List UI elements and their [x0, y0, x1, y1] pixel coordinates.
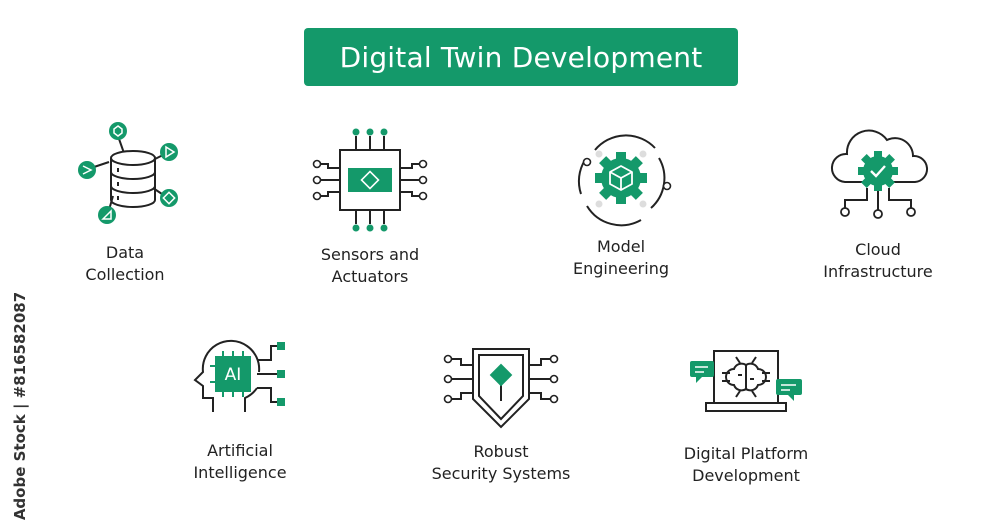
- item-artificial-intelligence: AI Artificial Intelligence: [165, 336, 315, 484]
- label-line-2: Infrastructure: [823, 262, 933, 281]
- item-label: Model Engineering: [546, 236, 696, 280]
- item-label: Cloud Infrastructure: [803, 239, 953, 283]
- label-line-2: Intelligence: [193, 463, 287, 482]
- item-label: Sensors and Actuators: [295, 244, 445, 288]
- svg-text:AI: AI: [225, 365, 242, 385]
- title-banner: Digital Twin Development: [304, 28, 738, 86]
- item-label: Data Collection: [50, 242, 200, 286]
- cloud-gear-icon: [830, 129, 928, 219]
- label-line-2: Actuators: [331, 267, 409, 286]
- laptop-brain-icon: [690, 350, 802, 412]
- item-label: Artificial Intelligence: [165, 440, 315, 484]
- label-line-1: Robust: [473, 442, 529, 461]
- item-sensors-actuators: Sensors and Actuators: [295, 124, 445, 288]
- label-line-2: Engineering: [573, 259, 669, 278]
- microchip-icon: [312, 128, 428, 232]
- page-title: Digital Twin Development: [339, 40, 703, 74]
- label-line-1: Model: [596, 237, 646, 256]
- shield-circuit-icon: [443, 348, 559, 429]
- label-line-2: Security Systems: [431, 464, 571, 483]
- database-icon: [78, 122, 178, 224]
- label-line-1: Cloud: [855, 240, 901, 259]
- label-line-1: Artificial: [207, 441, 273, 460]
- label-line-1: Sensors and: [320, 245, 420, 264]
- label-line-2: Development: [692, 466, 800, 485]
- item-robust-security-systems: Robust Security Systems: [421, 343, 581, 485]
- item-cloud-infrastructure: Cloud Infrastructure: [803, 124, 953, 283]
- item-model-engineering: Model Engineering: [546, 128, 696, 280]
- watermark-text: Adobe Stock | #816582087: [11, 291, 29, 520]
- item-label: Digital Platform Development: [666, 443, 826, 487]
- gear-cube-icon: [577, 134, 672, 227]
- watermark: Adobe Stock | #816582087: [11, 291, 29, 519]
- label-line-1: Data: [105, 243, 145, 262]
- item-data-collection: Data Collection: [50, 118, 200, 286]
- label-line-1: Digital Platform: [683, 444, 809, 463]
- label-line-2: Collection: [85, 265, 165, 284]
- item-label: Robust Security Systems: [421, 441, 581, 485]
- ai-head-icon: AI: [193, 339, 285, 412]
- item-digital-platform-development: Digital Platform Development: [666, 345, 826, 487]
